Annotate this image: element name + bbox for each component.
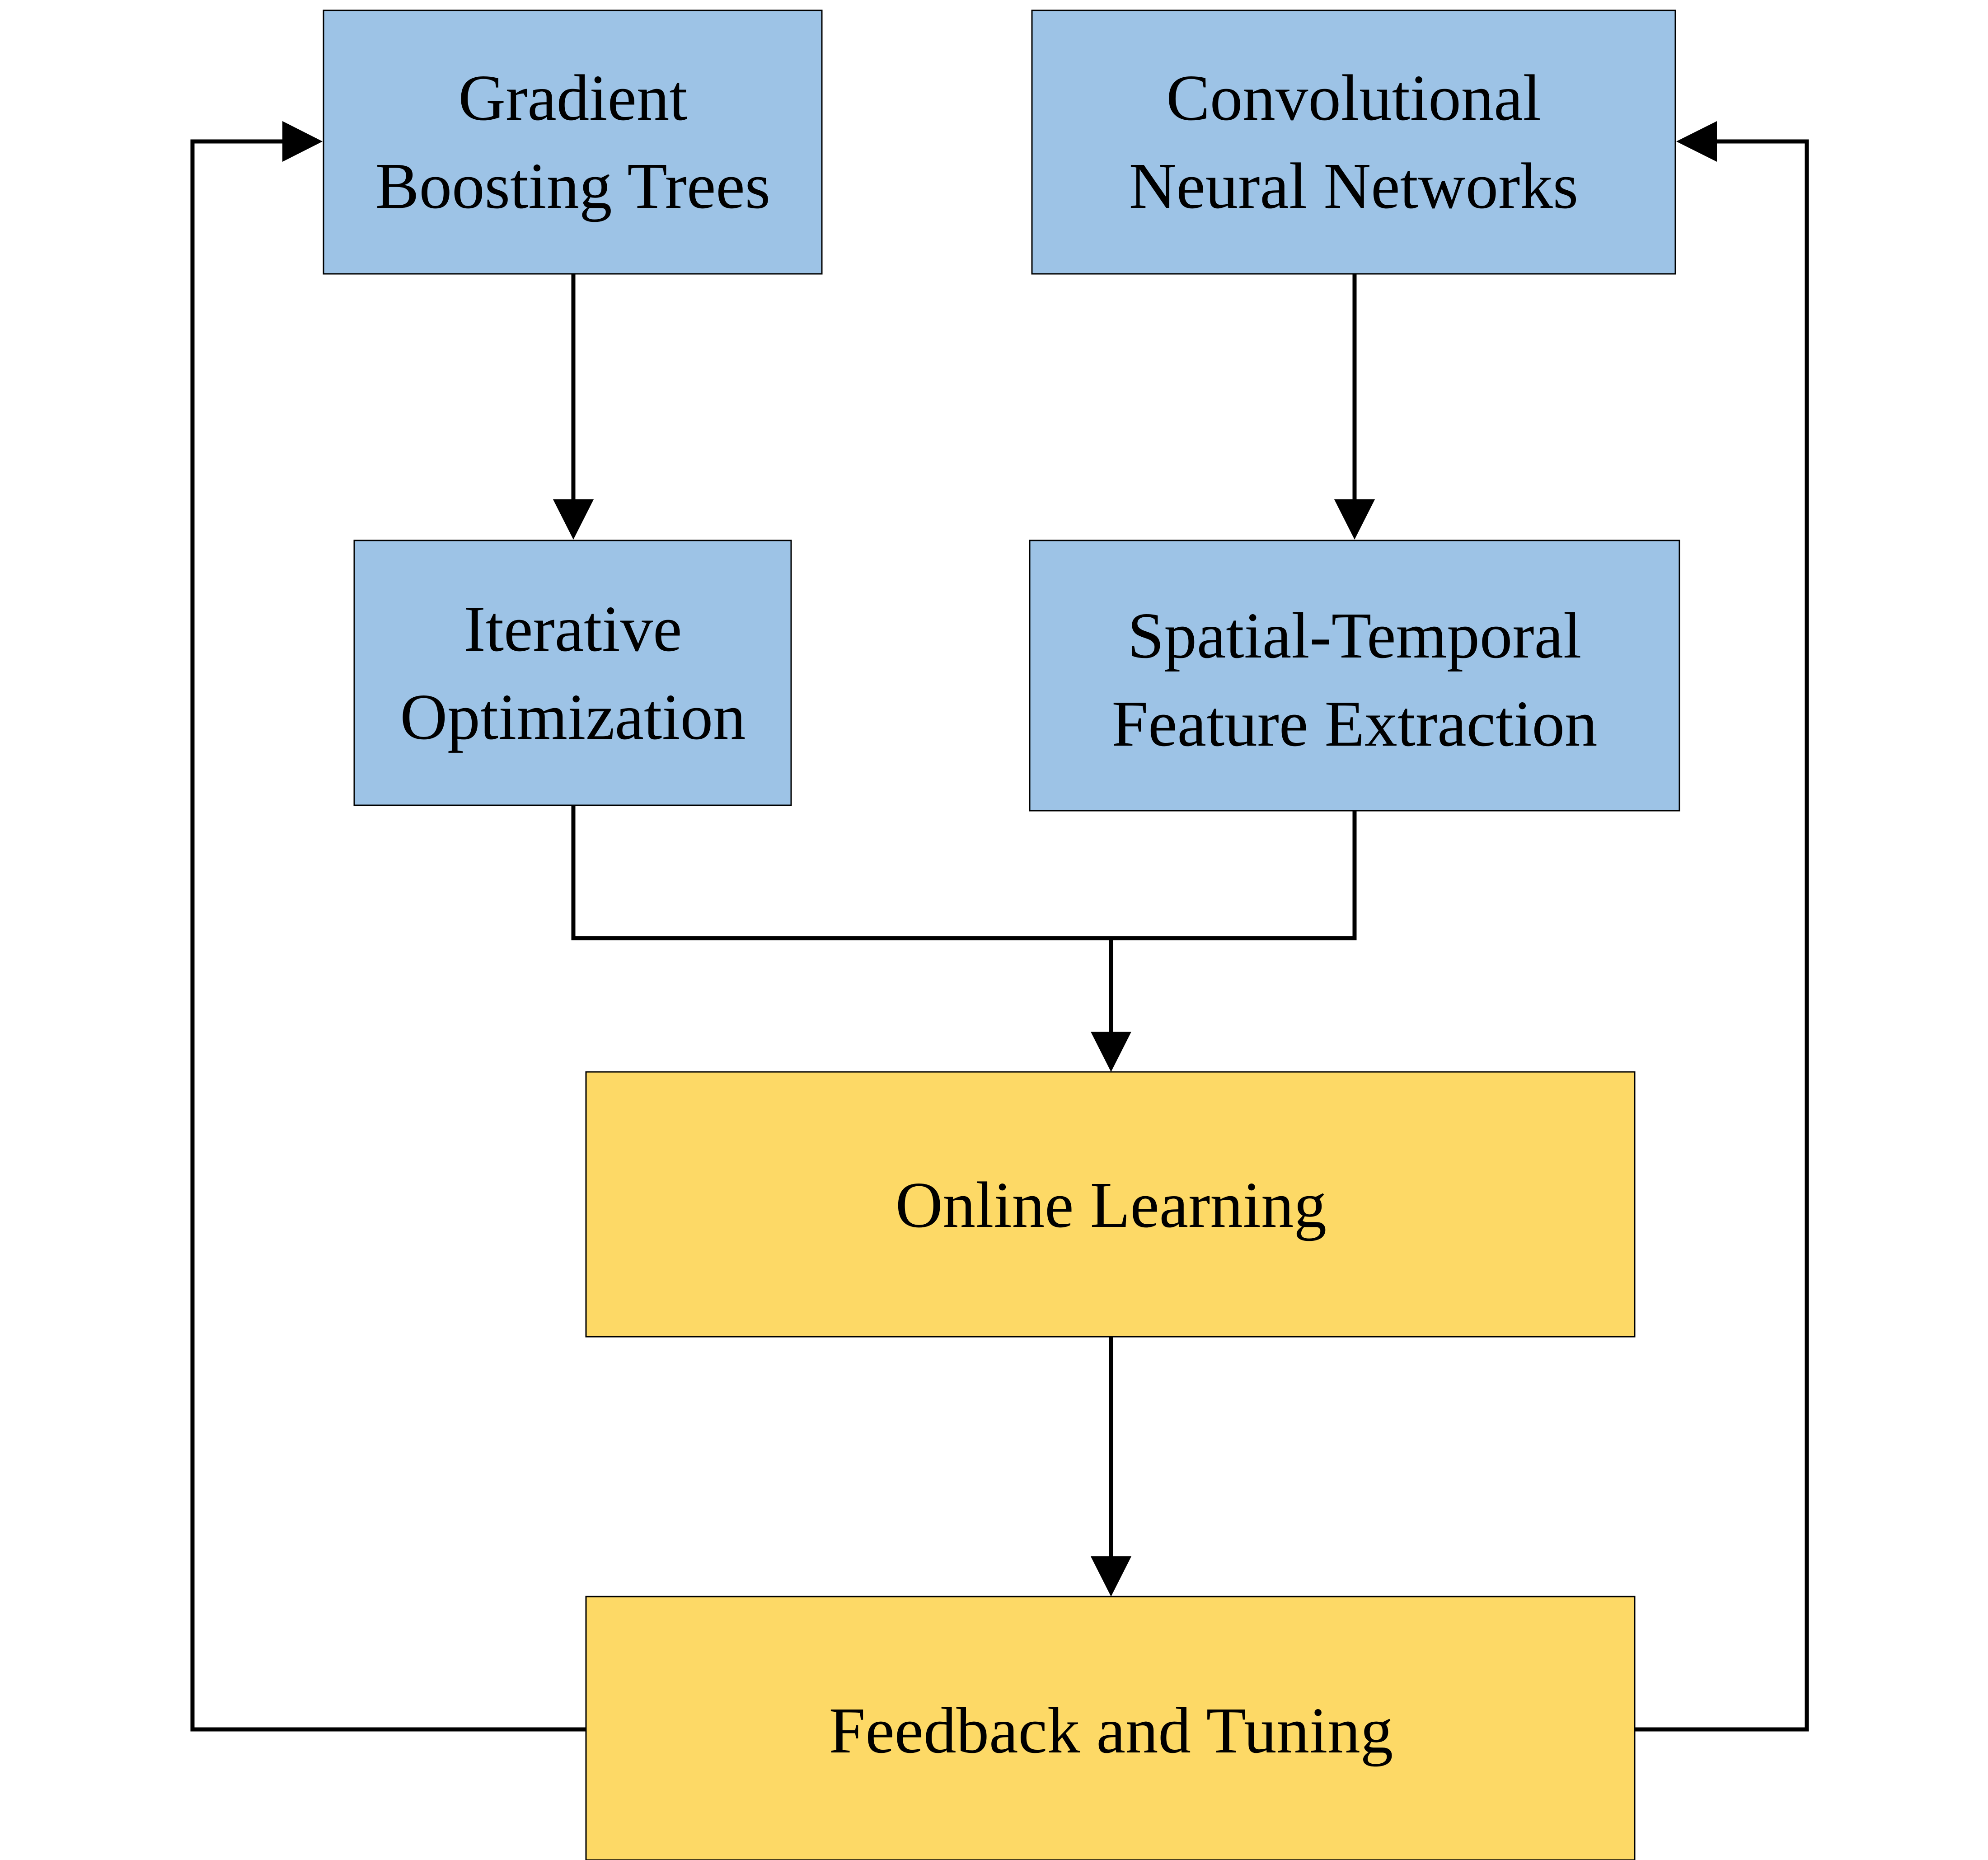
edges (190, 121, 1809, 1732)
node-label: Feedback and Tuning (829, 1695, 1393, 1767)
node-label: Online Learning (896, 1169, 1327, 1241)
node-label: Boosting Trees (375, 150, 770, 222)
edge-iter-spatial-merge (571, 805, 1357, 940)
node-label: Iterative (464, 593, 682, 665)
node-label: Neural Networks (1129, 150, 1579, 222)
arrowhead-icon (282, 121, 323, 162)
node-label: Optimization (400, 681, 746, 753)
node-label: Feature Extraction (1112, 688, 1598, 760)
node-online-learning: Online Learning (585, 1071, 1636, 1338)
node-spatial-temporal-feature-extraction: Spatial-Temporal Feature Extraction (1029, 540, 1680, 812)
arrowhead-icon (1091, 1556, 1131, 1597)
edge-feedback-to-cnn (1635, 139, 1809, 1732)
arrowhead-icon (1334, 499, 1375, 540)
node-label: Convolutional (1166, 62, 1541, 134)
node-label: Spatial-Temporal (1128, 600, 1582, 672)
node-gradient-boosting-trees: Gradient Boosting Trees (323, 9, 823, 275)
edge-feedback-to-gbt (190, 139, 586, 1732)
node-label: Gradient (458, 62, 687, 134)
arrowhead-icon (1676, 121, 1717, 162)
arrowhead-icon (553, 499, 594, 540)
node-feedback-and-tuning: Feedback and Tuning (585, 1596, 1636, 1860)
node-convolutional-neural-networks: Convolutional Neural Networks (1031, 9, 1676, 275)
arrowhead-icon (1091, 1032, 1131, 1072)
node-iterative-optimization: Iterative Optimization (353, 540, 792, 806)
